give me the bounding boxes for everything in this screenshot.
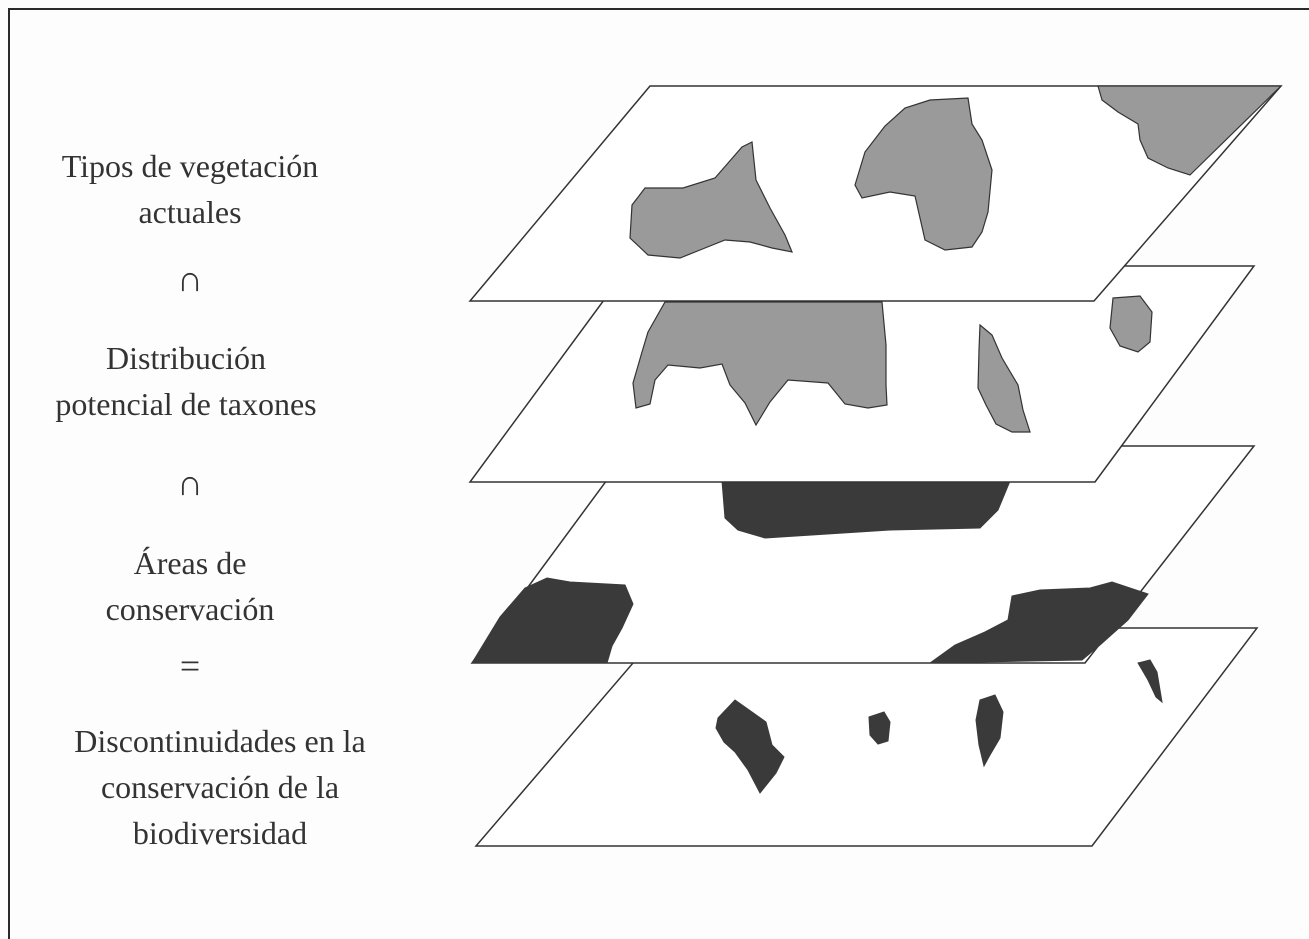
label-distribution-line-2: potencial de taxones [55,386,317,422]
layer-vegetation [468,85,1283,302]
distribution-patch-large [632,301,888,427]
label-gaps-line-2: conservación de la [100,769,340,805]
conservation-patch-top [721,480,1011,539]
gap-patch-3 [975,694,1004,768]
label-distribution-line-1: Distribución [106,340,266,376]
conservation-patch-left [471,577,634,664]
layer-distribution [468,265,1256,483]
label-vegetation-types: Tipos de vegetación actuales [20,143,360,235]
conservation-patch-right [928,581,1149,664]
label-potential-distribution: Distribución potencial de taxones [16,335,356,427]
frame-top-border [8,8,1309,10]
label-conservation-gaps: Discontinuidades en la conservación de l… [40,718,400,856]
vegetation-patch-2 [854,97,993,251]
vegetation-patch-1 [629,141,793,259]
intersection-operator-2: ∩ [177,463,203,503]
label-gaps-line-1: Discontinuidades en la [74,723,366,759]
frame-left-border [8,8,10,939]
label-conservation-line-2: conservación [105,591,275,627]
equals-operator: = [179,646,201,686]
label-vegetation-line-2: actuales [138,194,242,230]
distribution-patch-small [1109,295,1153,353]
label-conservation-line-1: Áreas de [133,545,247,581]
label-vegetation-line-1: Tipos de vegetación [61,148,319,184]
gap-patch-1 [715,699,785,794]
label-conservation-areas: Áreas de conservación [20,540,360,632]
layer-conservation [470,445,1256,664]
intersection-operator-1: ∩ [177,259,203,299]
vegetation-patch-3 [1097,85,1283,176]
distribution-patch-mid [977,323,1031,433]
gap-patch-2 [868,711,891,745]
layer-gaps [474,627,1259,847]
gap-patch-4 [1137,659,1163,704]
label-gaps-line-3: biodiversidad [132,815,308,851]
